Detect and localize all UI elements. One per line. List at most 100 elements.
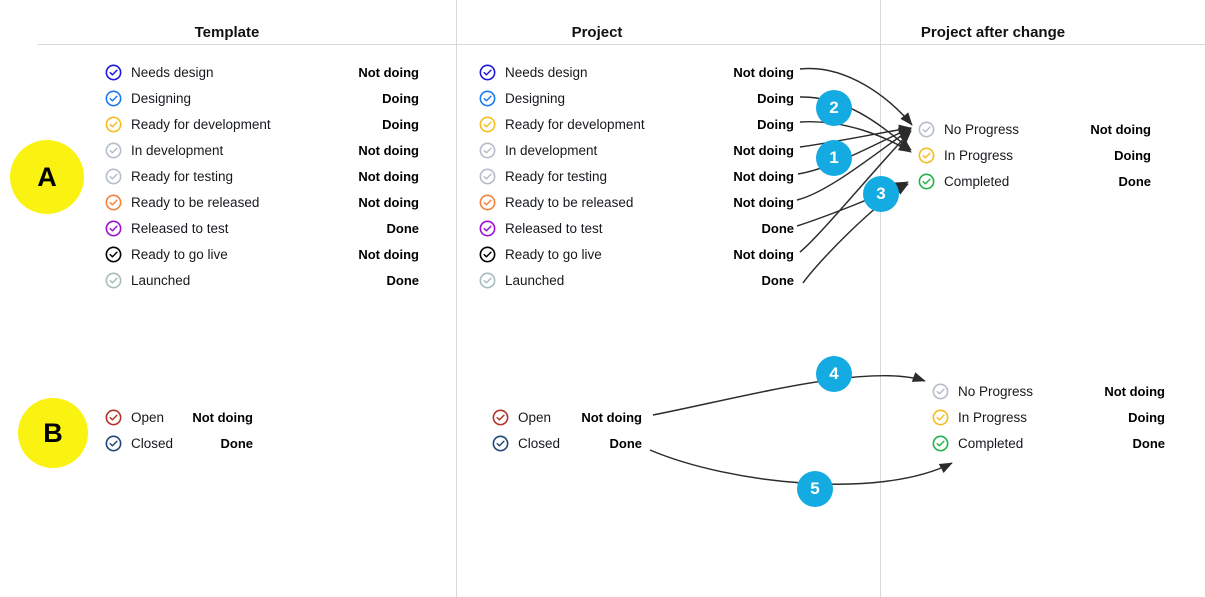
check-circle-icon (105, 64, 122, 80)
status-row: Launched Done (479, 267, 794, 293)
header-rule-project (457, 44, 880, 45)
check-circle-icon (932, 435, 949, 451)
status-row: No Progress Not doing (932, 378, 1165, 404)
check-circle-icon (105, 246, 122, 262)
check-circle-icon (105, 272, 122, 288)
header-rule-project-after (881, 44, 1205, 45)
status-value: Not doing (733, 142, 794, 158)
status-label: Closed (518, 435, 561, 451)
status-row: Needs design Not doing (479, 59, 794, 85)
check-circle-icon (105, 142, 122, 158)
check-circle-icon (918, 121, 935, 137)
status-value: Not doing (733, 64, 794, 80)
status-label: Launched (505, 272, 565, 288)
check-circle-icon (105, 220, 122, 236)
check-circle-icon (479, 272, 496, 288)
status-label: Completed (958, 435, 1024, 451)
status-row: Completed Done (932, 430, 1165, 456)
status-row: Closed Done (492, 430, 642, 456)
check-circle-icon (932, 409, 949, 425)
status-label: Ready for development (505, 116, 645, 132)
step-badge-2[interactable]: 2 (816, 90, 852, 126)
status-value: Not doing (358, 64, 419, 80)
check-circle-icon (479, 116, 496, 132)
check-circle-icon (492, 435, 509, 451)
check-circle-icon (105, 90, 122, 106)
arrow-group-section-a (796, 67, 913, 284)
status-value: Done (609, 435, 643, 451)
status-value: Not doing (358, 168, 419, 184)
column-divider-left (456, 0, 457, 597)
status-value: Not doing (733, 246, 794, 262)
status-value: Done (1132, 435, 1166, 451)
status-value: Doing (757, 90, 794, 106)
status-label: Ready for testing (131, 168, 234, 184)
check-circle-icon (479, 246, 496, 262)
column-header-project-after: Project after change (920, 24, 1066, 41)
status-row: Designing Doing (479, 85, 794, 111)
check-circle-icon (479, 220, 496, 236)
step-badge-3[interactable]: 3 (863, 176, 899, 212)
status-value: Doing (382, 90, 419, 106)
status-label: Released to test (505, 220, 603, 236)
status-value: Doing (382, 116, 419, 132)
check-circle-icon (105, 409, 122, 425)
status-row: Ready to go live Not doing (479, 241, 794, 267)
status-value: Doing (757, 116, 794, 132)
status-label: Ready to go live (131, 246, 228, 262)
check-circle-icon (479, 168, 496, 184)
status-value: Not doing (358, 194, 419, 210)
status-value: Done (761, 272, 795, 288)
status-label: Needs design (505, 64, 588, 80)
status-label: Designing (505, 90, 566, 106)
status-value: Not doing (733, 168, 794, 184)
status-label: Ready to be released (131, 194, 260, 210)
step-badge-1[interactable]: 1 (816, 140, 852, 176)
step-badge-4[interactable]: 4 (816, 356, 852, 392)
status-label: Designing (131, 90, 192, 106)
status-value: Not doing (1104, 383, 1165, 399)
step-badge-5[interactable]: 5 (797, 471, 833, 507)
check-circle-icon (479, 142, 496, 158)
status-value: Done (220, 435, 254, 451)
check-circle-icon (105, 194, 122, 210)
check-circle-icon (918, 173, 935, 189)
header-rule-template (38, 44, 456, 45)
status-value: Doing (1114, 147, 1151, 163)
status-label: Ready to go live (505, 246, 602, 262)
check-circle-icon (105, 435, 122, 451)
status-label: In development (505, 142, 598, 158)
check-circle-icon (932, 383, 949, 399)
status-row: Launched Done (105, 267, 419, 293)
status-label: Ready for development (131, 116, 271, 132)
check-circle-icon (105, 116, 122, 132)
status-row: Closed Done (105, 430, 253, 456)
status-label: Launched (131, 272, 191, 288)
arrow-group-section-b (649, 372, 953, 485)
section-badge-b: B (18, 398, 88, 468)
status-row: Ready for development Doing (479, 111, 794, 137)
status-value: Doing (1128, 409, 1165, 425)
status-label: In Progress (944, 147, 1014, 163)
arrow-ready-for-development-to-in-progress (799, 120, 912, 153)
status-row: In Progress Doing (918, 142, 1151, 168)
status-value: Done (386, 272, 420, 288)
check-circle-icon (105, 168, 122, 184)
status-label: No Progress (958, 383, 1034, 399)
status-label: Closed (131, 435, 174, 451)
column-header-template: Template (194, 24, 260, 41)
